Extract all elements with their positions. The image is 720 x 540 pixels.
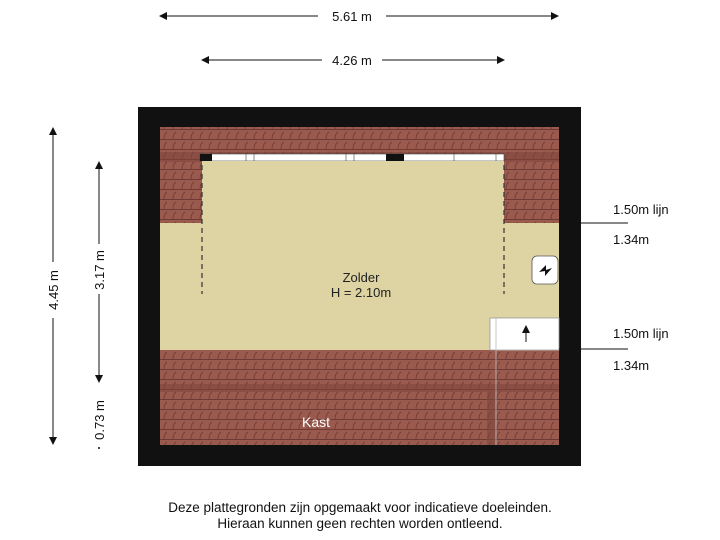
dimension-left-upper: 3.17 m bbox=[92, 161, 107, 383]
dimension-top-outer: 5.61 m bbox=[159, 9, 559, 24]
height-line-lower-value: 1.34m bbox=[613, 358, 649, 373]
room-height-zolder: H = 2.10m bbox=[331, 285, 391, 300]
room-name-kast: Kast bbox=[302, 414, 330, 430]
height-line-upper-value: 1.34m bbox=[613, 232, 649, 247]
disclaimer-line-1: Deze plattegronden zijn opgemaakt voor i… bbox=[168, 500, 552, 515]
height-line-upper-label: 1.50m lijn bbox=[613, 202, 669, 217]
stair bbox=[489, 317, 560, 445]
skylight-strip bbox=[199, 153, 505, 162]
dimension-left-lower: 0.73 m bbox=[92, 400, 107, 449]
dimension-left-outer: 4.45 m bbox=[46, 127, 61, 445]
height-line-lower-label: 1.50m lijn bbox=[613, 326, 669, 341]
dimension-top-outer-label: 5.61 m bbox=[332, 9, 372, 24]
zolder-floor bbox=[160, 161, 559, 350]
dimension-top-inner: 4.26 m bbox=[201, 53, 505, 68]
dimension-left-lower-label: 0.73 m bbox=[92, 400, 107, 440]
dimension-left-outer-label: 4.45 m bbox=[46, 270, 61, 310]
disclaimer-line-2: Hieraan kunnen geen rechten worden ontle… bbox=[217, 516, 503, 531]
boiler-icon bbox=[531, 255, 559, 285]
dimension-left-upper-label: 3.17 m bbox=[92, 250, 107, 290]
dimension-top-inner-label: 4.26 m bbox=[332, 53, 372, 68]
room-name-zolder: Zolder bbox=[343, 270, 381, 285]
